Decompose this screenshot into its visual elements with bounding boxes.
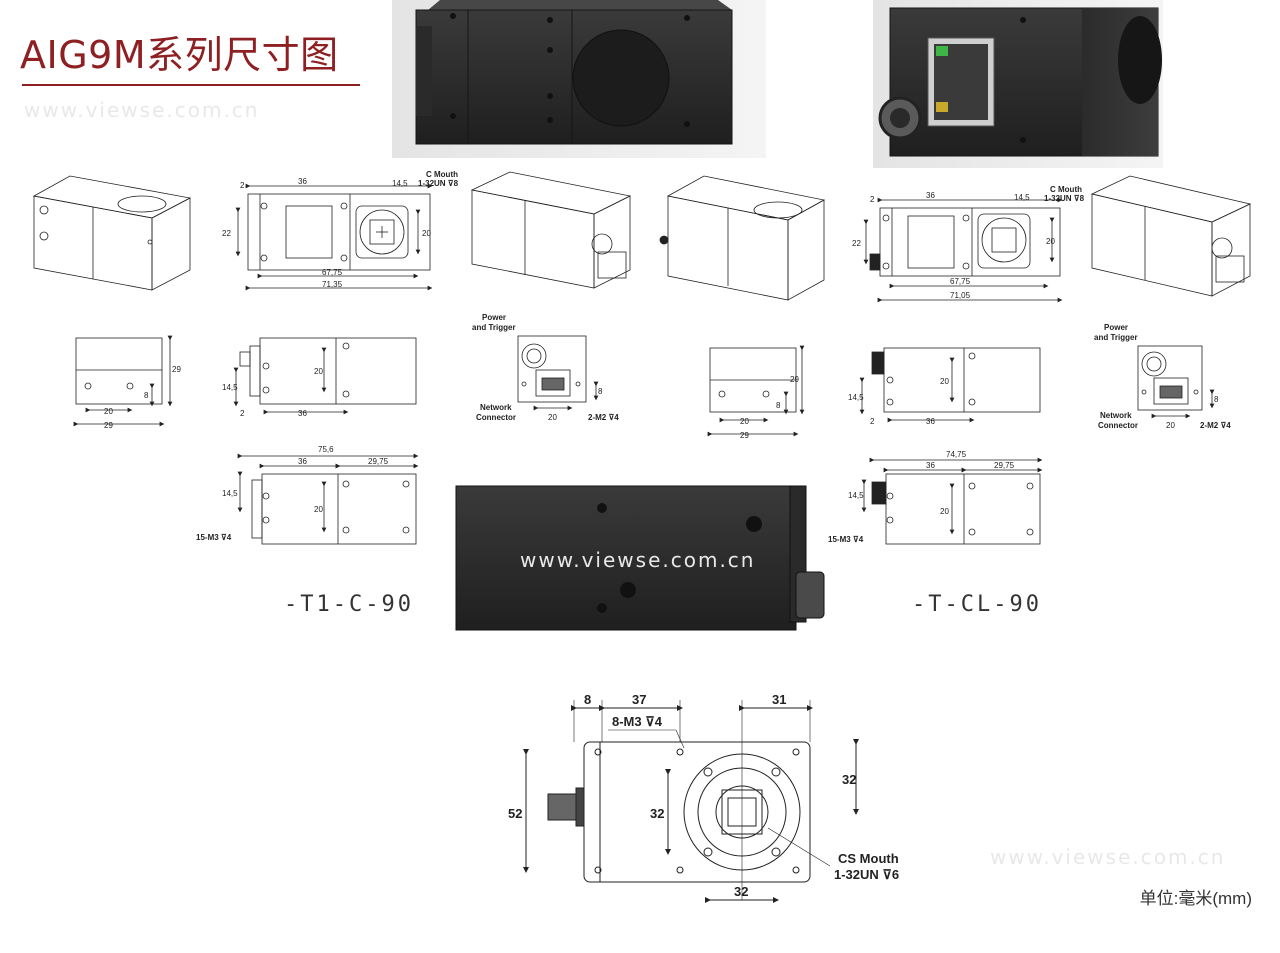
dim-label: 29 xyxy=(740,431,749,440)
callout-power: Power xyxy=(482,313,506,322)
callout-c-thread: 1-32UN ⊽8 xyxy=(1044,194,1085,203)
dim-label: 36 xyxy=(298,457,307,466)
dim-label: 29,75 xyxy=(368,457,389,466)
dim-label: 32 xyxy=(650,806,664,821)
dim-label: 14,5 xyxy=(222,383,238,392)
dim-label: 20 xyxy=(104,407,113,416)
callout-network: Network xyxy=(1100,411,1132,420)
camera-photo-side xyxy=(392,0,766,158)
dim-label: 74,75 xyxy=(946,450,967,459)
dim-label: 29 xyxy=(172,365,181,374)
callout-m3: 15-M3 ⊽4 xyxy=(196,533,232,542)
callout-power: Power xyxy=(1104,323,1128,332)
iso-view-1 xyxy=(32,175,192,291)
dim-label: 8 xyxy=(598,387,603,396)
dim-label: 29 xyxy=(790,375,799,384)
callout-c-mouth: C Mouth xyxy=(426,170,458,179)
dim-label: 36 xyxy=(926,191,935,200)
dim-label: 8 xyxy=(776,401,781,410)
iso-view-4 xyxy=(1090,175,1252,297)
dim-label: 20 xyxy=(1166,421,1175,430)
callout-m3-front: 8-M3 ⊽4 xyxy=(612,714,663,729)
dim-label: 36 xyxy=(926,461,935,470)
dim-label: 20 xyxy=(314,367,323,376)
dim-label: 22 xyxy=(852,239,861,248)
dim-label: 36 xyxy=(298,177,307,186)
title-underline xyxy=(22,84,360,86)
variant-label-left: -T1-C-90 xyxy=(284,592,414,617)
camera-photo-bottom xyxy=(455,485,825,631)
dim-label: 32 xyxy=(734,884,748,899)
dim-label: 2 xyxy=(240,181,245,190)
dim-label: 2 xyxy=(870,195,875,204)
dim-label: 14,5 xyxy=(848,491,864,500)
front-view-right xyxy=(863,197,1063,303)
callout-m2: 2-M2 ⊽4 xyxy=(588,413,619,422)
side-view-left xyxy=(233,337,417,415)
dim-label: 14,5 xyxy=(392,179,408,188)
dim-label: 14,5 xyxy=(1014,193,1030,202)
dim-label: 14,5 xyxy=(848,393,864,402)
dim-label: 36 xyxy=(298,409,307,418)
dim-label: 71,05 xyxy=(950,291,971,300)
dim-label: 32 xyxy=(842,772,856,787)
callout-c-mouth: C Mouth xyxy=(1050,185,1082,194)
dim-label: 22 xyxy=(222,229,231,238)
dim-label: 2 xyxy=(240,409,245,418)
end-view-left xyxy=(73,335,173,427)
dim-label: 29 xyxy=(104,421,113,430)
callout-power-trigger: and Trigger xyxy=(1094,333,1138,342)
dim-label: 37 xyxy=(632,692,646,707)
side-view-right xyxy=(859,347,1041,423)
end-view-right xyxy=(707,345,805,437)
callout-connector: Connector xyxy=(1098,421,1138,430)
dim-label: 31 xyxy=(772,692,786,707)
watermark: www.viewse.com.cn xyxy=(24,98,260,122)
dim-label: 67,75 xyxy=(322,268,343,277)
callout-cs-thread: 1-32UN ⊽6 xyxy=(834,867,899,882)
callout-cs-mouth: CS Mouth xyxy=(838,851,899,866)
connector-view-right xyxy=(1137,345,1215,419)
dim-label: 71,35 xyxy=(322,280,343,289)
camera-photo-rear xyxy=(873,0,1163,168)
callout-m2: 2-M2 ⊽4 xyxy=(1200,421,1231,430)
dim-label: 20 xyxy=(548,413,557,422)
dim-label: 8 xyxy=(584,692,591,707)
dim-label: 29,75 xyxy=(994,461,1015,470)
dim-label: 75,6 xyxy=(318,445,334,454)
dim-label: 20 xyxy=(422,229,431,238)
watermark: www.viewse.com.cn xyxy=(520,548,756,572)
variant-label-right: -T-CL-90 xyxy=(912,592,1042,617)
connector-view-left xyxy=(517,335,599,411)
dim-label: 2 xyxy=(870,417,875,426)
dim-label: 8 xyxy=(1214,395,1219,404)
dim-label: 8 xyxy=(144,391,149,400)
unit-note: 单位:毫米(mm) xyxy=(1139,889,1252,908)
watermark: www.viewse.com.cn xyxy=(990,845,1226,869)
iso-view-2 xyxy=(470,171,632,289)
dim-label: 20 xyxy=(940,507,949,516)
dim-label: 20 xyxy=(940,377,949,386)
callout-power-trigger: and Trigger xyxy=(472,323,516,332)
dim-label: 36 xyxy=(926,417,935,426)
callout-m3: 15-M3 ⊽4 xyxy=(828,535,864,544)
page-title: AIG9M系列尺寸图 xyxy=(20,33,339,77)
dim-label: 20 xyxy=(1046,237,1055,246)
dim-label: 52 xyxy=(508,806,522,821)
dim-label: 20 xyxy=(314,505,323,514)
callout-c-thread: 1-32UN ⊽8 xyxy=(418,179,459,188)
dim-label: 20 xyxy=(740,417,749,426)
front-face-view xyxy=(523,700,859,903)
bottom-view-left xyxy=(237,453,419,545)
dim-label: 14,5 xyxy=(222,489,238,498)
callout-connector: Connector xyxy=(476,413,516,422)
bottom-view-right xyxy=(861,457,1043,545)
callout-network: Network xyxy=(480,403,512,412)
dim-label: 67,75 xyxy=(950,277,971,286)
front-view-left xyxy=(235,183,433,291)
iso-view-3 xyxy=(659,175,826,301)
